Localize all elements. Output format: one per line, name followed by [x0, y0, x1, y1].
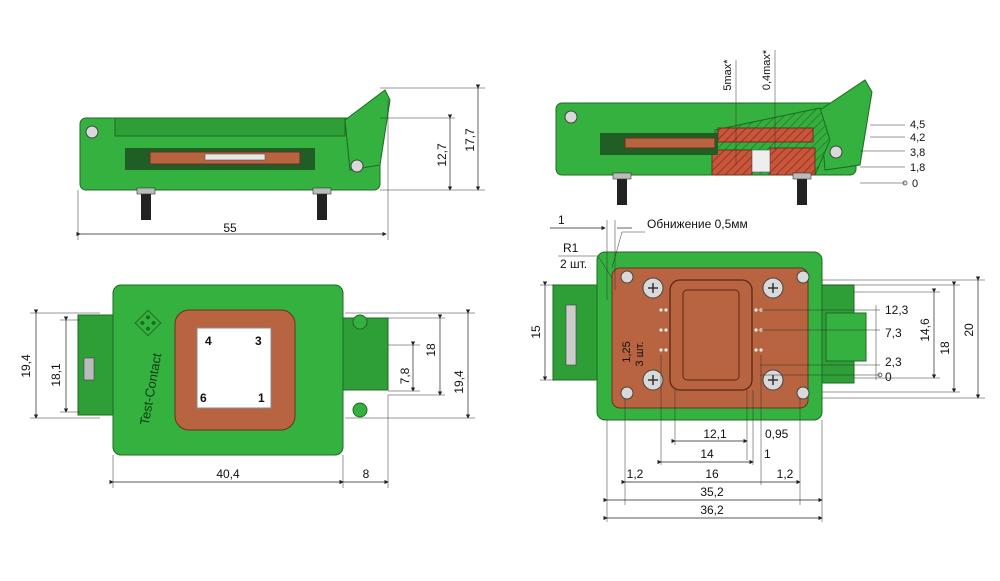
pin-label-1: 1	[258, 391, 265, 405]
dim-top-right-18: 18	[938, 341, 952, 355]
dim-side-right-max5: 5max*	[722, 59, 734, 91]
side-left-lever	[344, 89, 391, 171]
top-right-tab	[825, 312, 867, 362]
note-r1-count: 2 шт.	[560, 257, 587, 271]
dim-top-right-123: 12,3	[885, 303, 909, 317]
dim-side-left-h1: 12,7	[435, 143, 449, 167]
note-lowering: Обнижение 0,5мм	[647, 217, 748, 231]
dim-level-45: 4,5	[910, 119, 925, 131]
dim-top-left-194r: 19,4	[452, 370, 466, 394]
top-view-right: 1 Обнижение 0,5мм R1 2 шт. 1,25 3 шт. 15…	[529, 213, 985, 522]
dim-side-left-width: 55	[223, 221, 237, 235]
dim-side-right-max04: 0,4max*	[761, 49, 773, 90]
top-left-tab	[342, 317, 389, 391]
dim-top-left-194: 19,4	[19, 354, 33, 378]
dim-level-18: 1,8	[910, 162, 925, 174]
top-view-left: 4 3 6 1 Test-Contact 19,4 18,1	[19, 284, 475, 488]
dim-b-362: 36,2	[700, 503, 724, 517]
dim-b-121: 12,1	[703, 427, 727, 441]
dim-top-left-404: 40,4	[216, 467, 240, 481]
dim-top-left-181: 18,1	[49, 363, 63, 387]
dim-b-12a: 1,2	[627, 467, 644, 481]
pin-label-4: 4	[205, 334, 212, 348]
dim-b-352: 35,2	[700, 485, 724, 499]
dim-top-left-8: 8	[363, 467, 370, 481]
note-pin-count: 3 шт.	[634, 342, 646, 367]
side-right-lever	[819, 79, 873, 171]
dim-b-16: 16	[705, 467, 719, 481]
dim-level-38: 3,8	[910, 147, 925, 159]
dim-top-right-15: 15	[529, 325, 543, 339]
side-view-left: 55 12,7 17,7	[76, 84, 485, 240]
dim-level-42: 4,2	[910, 132, 925, 144]
dim-top-right-0: 0	[885, 370, 892, 384]
dim-level-0: 0	[912, 178, 918, 190]
dim-top-right-20: 20	[962, 323, 976, 337]
side-view-right: 5max* 0,4max* 4,5 4,2 3,8 1,8 0	[555, 49, 925, 205]
dim-top-right-146: 14,6	[918, 318, 932, 342]
side-left-stud-1	[141, 190, 151, 220]
pin-label-3: 3	[255, 334, 262, 348]
dim-top-right-23: 2,3	[885, 355, 902, 369]
dim-top-right-73: 7,3	[885, 326, 902, 340]
top-right-screws	[620, 270, 810, 400]
dim-b-12b: 1,2	[777, 467, 794, 481]
top-left-socket-window	[196, 327, 272, 409]
dim-b-14: 14	[700, 447, 714, 461]
dim-side-left-h2: 17,7	[463, 128, 477, 152]
note-d1: 1	[558, 213, 565, 227]
dim-b-095: 0,95	[765, 427, 789, 441]
pin-label-6: 6	[200, 391, 207, 405]
side-left-lid	[114, 117, 346, 137]
side-left-screw-1	[85, 125, 99, 139]
side-left-stud-2	[317, 190, 327, 220]
note-pin-d: 1,25	[621, 341, 633, 362]
side-right-section-top	[717, 127, 814, 143]
dim-top-left-18: 18	[424, 343, 438, 357]
side-left-screw-2	[350, 159, 364, 173]
dim-top-left-78: 7,8	[398, 367, 412, 384]
note-r1: R1	[563, 241, 579, 255]
dim-b-1: 1	[764, 447, 771, 461]
